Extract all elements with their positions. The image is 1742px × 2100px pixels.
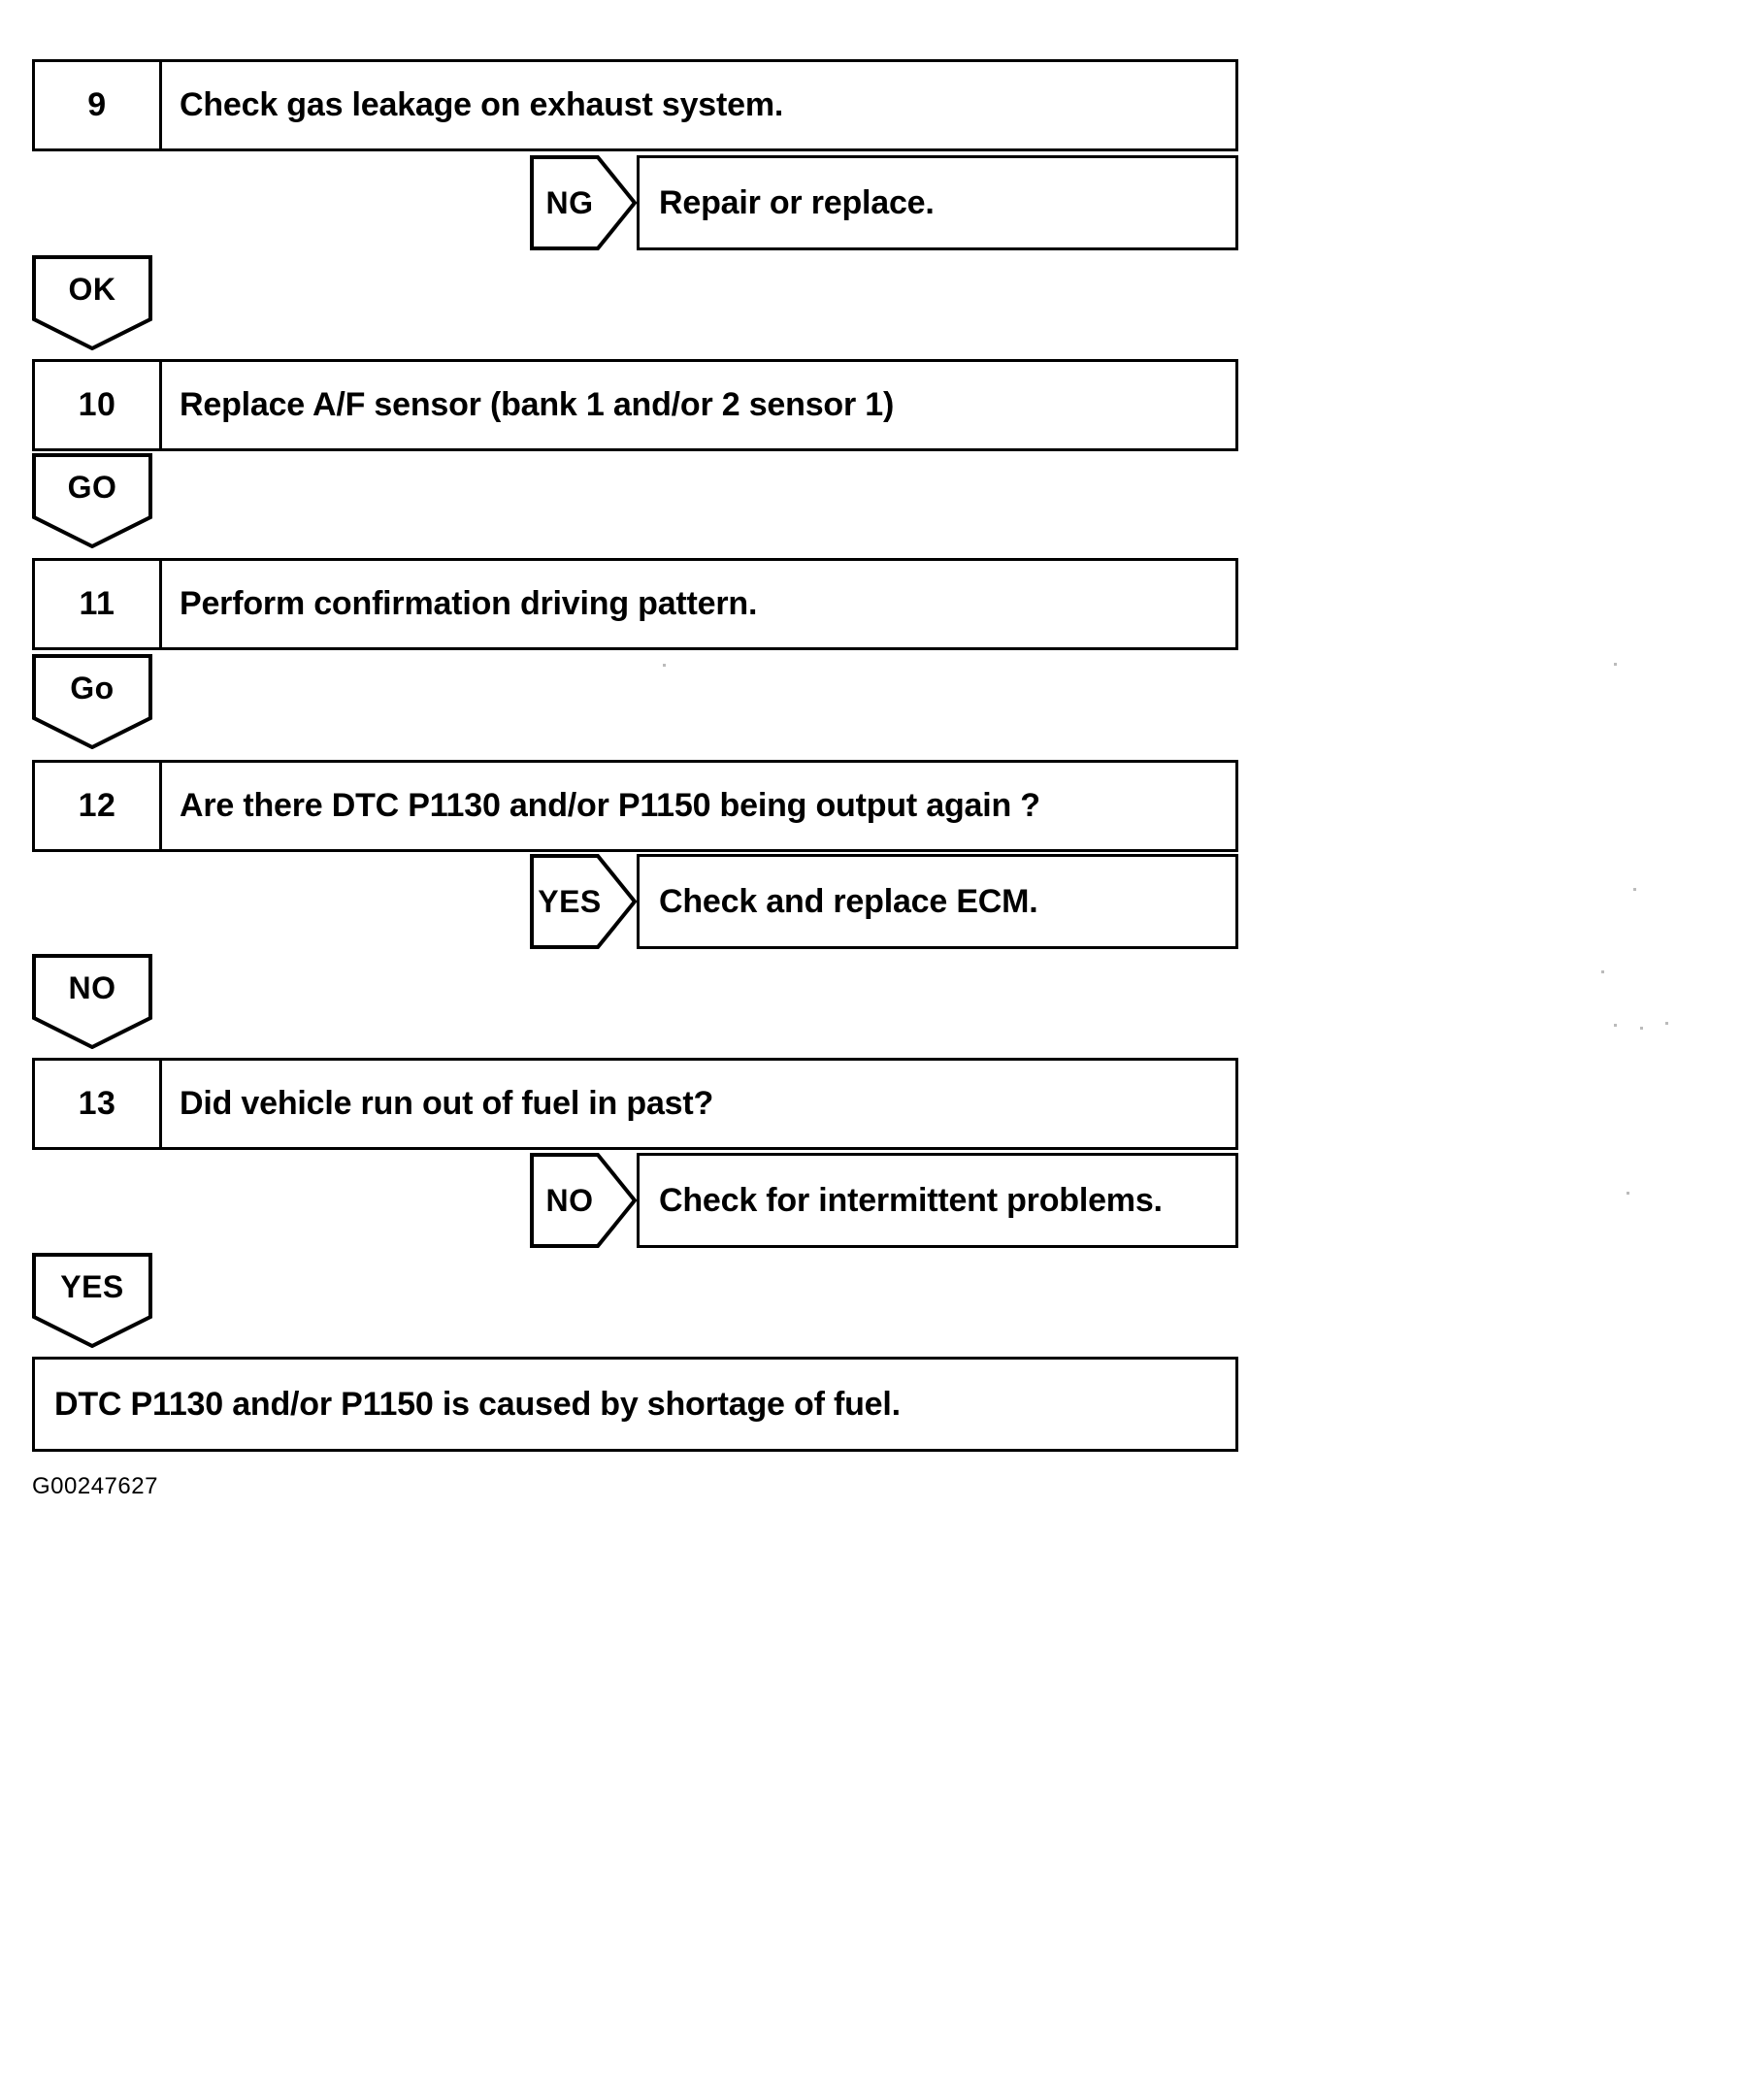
arrow-right-shape — [530, 1153, 638, 1248]
branch-arrow-ng-step9: NG — [530, 155, 639, 250]
step-row-11: 11 Perform confirmation driving pattern. — [32, 558, 1238, 650]
step-row-9: 9 Check gas leakage on exhaust system. — [32, 59, 1238, 151]
result-box-check-replace-ecm: Check and replace ECM. — [637, 854, 1238, 949]
conclusion-box: DTC P1130 and/or P1150 is caused by shor… — [32, 1357, 1238, 1452]
branch-label-go-upper: GO — [67, 469, 117, 505]
step-text-9: Check gas leakage on exhaust system. — [180, 86, 784, 123]
figure-id-label: G00247627 — [32, 1473, 158, 1499]
step-number-12: 12 — [35, 763, 162, 849]
branch-label-no-step12: NO — [68, 969, 116, 1005]
step-number-13: 13 — [35, 1061, 162, 1147]
scan-speck — [1640, 1027, 1643, 1030]
step-number-11: 11 — [35, 561, 162, 647]
result-box-check-intermittent-problems: Check for intermittent problems. — [637, 1153, 1238, 1248]
arrow-down-shape — [32, 1253, 152, 1348]
step-text-12: Are there DTC P1130 and/or P1150 being o… — [180, 787, 1040, 824]
result-box-repair-or-replace: Repair or replace. — [637, 155, 1238, 250]
step-row-12: 12 Are there DTC P1130 and/or P1150 bein… — [32, 760, 1238, 852]
scan-speck — [1601, 970, 1604, 973]
branch-arrow-yes-step13: YES — [32, 1253, 152, 1348]
branch-arrow-no-step13: NO — [530, 1153, 639, 1248]
step-number-10: 10 — [35, 362, 162, 448]
branch-arrow-no-step12: NO — [32, 954, 152, 1049]
arrow-down-shape — [32, 453, 152, 548]
branch-label-go-lower: Go — [70, 670, 115, 705]
step-text-11: Perform confirmation driving pattern. — [180, 585, 758, 622]
step-number-9: 9 — [35, 62, 162, 148]
branch-label-no-step13: NO — [545, 1182, 594, 1218]
branch-arrow-go-step10: GO — [32, 453, 152, 548]
step-row-13: 13 Did vehicle run out of fuel in past? — [32, 1058, 1238, 1150]
step-text-13: Did vehicle run out of fuel in past? — [180, 1085, 714, 1122]
scan-speck — [1614, 663, 1617, 666]
scan-speck — [1614, 1024, 1617, 1027]
branch-arrow-yes-step12: YES — [530, 854, 639, 949]
branch-label-yes-step12: YES — [538, 883, 602, 919]
branch-arrow-go-step11: Go — [32, 654, 152, 749]
branch-label-ok: OK — [68, 271, 116, 307]
arrow-down-shape — [32, 654, 152, 749]
scan-speck — [1665, 1022, 1668, 1025]
scan-speck — [663, 664, 666, 667]
branch-label-ng: NG — [545, 184, 594, 220]
step-text-10: Replace A/F sensor (bank 1 and/or 2 sens… — [180, 386, 895, 423]
scan-speck — [1633, 888, 1636, 891]
branch-label-yes-step13: YES — [60, 1268, 124, 1304]
arrow-right-shape — [530, 854, 638, 949]
step-row-10: 10 Replace A/F sensor (bank 1 and/or 2 s… — [32, 359, 1238, 451]
arrow-down-shape — [32, 954, 152, 1049]
arrow-down-shape — [32, 255, 152, 350]
scan-speck — [1627, 1192, 1629, 1195]
arrow-right-shape — [530, 155, 638, 250]
branch-arrow-ok-step9: OK — [32, 255, 152, 350]
